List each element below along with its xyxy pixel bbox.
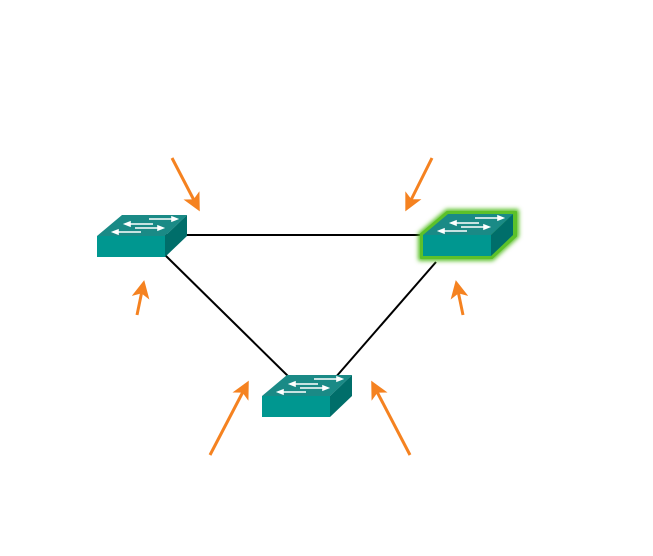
switch-bottom[interactable] <box>261 374 353 418</box>
links <box>164 234 437 381</box>
orange-arrows <box>131 157 469 456</box>
arrow-icon <box>405 157 434 212</box>
arrow-icon <box>450 280 469 316</box>
arrow-icon <box>371 380 412 456</box>
link-left-bottom <box>164 254 293 381</box>
arrow-icon <box>208 380 249 456</box>
switch-left[interactable] <box>96 214 188 258</box>
arrow-icon <box>131 280 150 316</box>
switch-right-highlighted[interactable] <box>418 209 519 261</box>
link-right-bottom <box>334 261 437 379</box>
arrow-icon <box>170 157 200 212</box>
